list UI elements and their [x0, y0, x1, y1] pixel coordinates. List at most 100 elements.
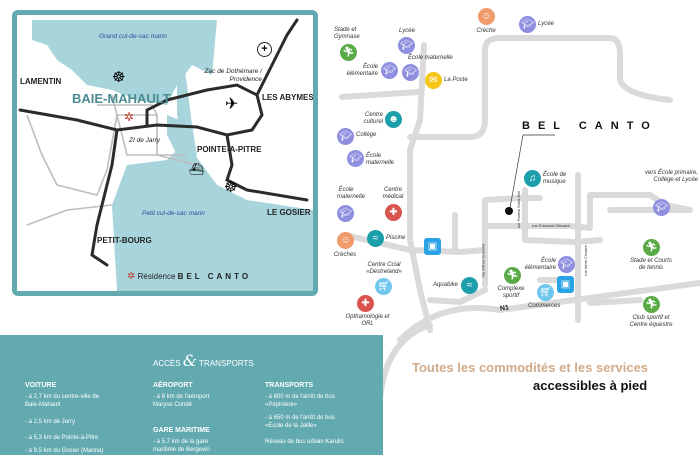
voiture-item: - à 2,7 km du centre-ville de	[25, 394, 100, 400]
poi-label: École élémentaire	[524, 258, 556, 271]
residence-dot	[505, 207, 513, 215]
graduation-cap-icon[interactable]: 🎓︎	[653, 199, 670, 216]
runner-icon[interactable]: 🏃︎	[643, 239, 660, 256]
panel-title-left: ACCÈS	[153, 359, 181, 368]
medical-cross-icon[interactable]: ✚	[357, 295, 374, 312]
graduation-cap-icon[interactable]: 🎓︎	[347, 150, 364, 167]
transports-item: «Pépinière»	[265, 401, 298, 408]
town-pointe-a-pitre: POINTE-A-PITRE	[197, 145, 262, 154]
poi-label: Piscine	[386, 235, 406, 241]
town-le-gosier: LE GOSIER	[267, 208, 311, 217]
transports-item: «Ecole de la Jaille»	[265, 422, 317, 429]
graduation-cap-icon[interactable]: 🎓︎	[337, 128, 354, 145]
airplane-icon: ✈	[225, 96, 239, 113]
gare-title: GARE MARITIME	[153, 427, 210, 434]
baby-icon[interactable]: ☺	[478, 8, 495, 25]
poi-label: Lycée	[538, 21, 554, 27]
road-label-n1: N1	[499, 304, 510, 313]
shopping-cart-icon[interactable]: 🛒︎	[537, 284, 554, 301]
residence-marker-icon: ✲	[124, 110, 135, 124]
legend-name: BEL CANTO	[177, 272, 252, 281]
poi-label: École maternelle	[337, 187, 366, 200]
poi-label: École de musique	[543, 172, 567, 185]
poi-label: Complexe sportif	[497, 286, 525, 299]
hospital-icon: +	[257, 42, 272, 57]
town-les-abymes: LES ABYMES	[262, 93, 314, 102]
street-label-saint-eloi: rue Patrick Saint-Eloi	[516, 190, 522, 229]
transports-title: TRANSPORTS	[265, 382, 314, 389]
graduation-cap-icon[interactable]: 🎓︎	[337, 205, 354, 222]
theater-masks-icon[interactable]: ☻	[385, 111, 402, 128]
graduation-cap-icon[interactable]: 🎓︎	[558, 256, 575, 273]
graduation-cap-icon[interactable]: 🎓︎	[402, 64, 419, 81]
runner-icon[interactable]: 🏃︎	[643, 296, 660, 313]
shopping-cart-icon[interactable]: 🛒︎	[375, 278, 392, 295]
residence-marker-icon: ✲	[127, 271, 136, 282]
poi-label: Collège	[356, 132, 377, 138]
panel-title: ACCÈS & TRANSPORTS	[153, 351, 254, 370]
transports-item: Réseau de bus urbain Karulis	[265, 439, 344, 445]
poi-label: Lycée	[399, 28, 415, 34]
runner-icon[interactable]: 🏃︎	[340, 44, 357, 61]
transports-item: - à 600 m de l'arrêt de bus	[265, 394, 335, 400]
map-legend: ✲ Résidence BEL CANTO	[127, 271, 251, 282]
panel-title-amp: &	[182, 351, 198, 370]
baby-icon[interactable]: ☺	[337, 232, 354, 249]
area-zac: Zac de Dothémare / Providence	[204, 68, 262, 83]
poi-label: Aquabike	[432, 282, 458, 288]
runner-icon[interactable]: 🏃︎	[504, 267, 521, 284]
poi-label: Opthamologie et ORL	[345, 314, 390, 327]
tagline-line1: Toutes les commodités et les services	[412, 360, 649, 375]
ship-wheel-icon: ☸	[112, 69, 126, 86]
street-label-glissant: rue Edouard Glissant	[532, 223, 570, 228]
regional-map: Grand cul-de-sac marin Petit cul-de-sac …	[12, 10, 318, 296]
swimmer-icon[interactable]: ≈	[367, 230, 384, 247]
legend-label: Résidence	[137, 272, 176, 281]
residence-title: BEL CANTO	[522, 120, 658, 132]
poi-label: Commerces	[528, 303, 561, 309]
poi-label: vers École primaire, Collège et Lycée	[644, 170, 698, 183]
poi-label: Stade et Courts de tennis	[630, 258, 672, 271]
poi-label: Crèche	[476, 28, 496, 34]
gare-item: maritime de Bergevin	[153, 446, 210, 453]
panel-title-right: TRANSPORTS	[199, 359, 254, 368]
poi-label: Centre culturel	[363, 112, 383, 125]
town-baie-mahault: BAIE-MAHAULT	[72, 91, 171, 106]
poi-label: École maternelle	[366, 153, 395, 166]
gare-item: - à 5,7 km de la gare	[153, 439, 209, 445]
poi-label: Crèches	[333, 252, 357, 258]
aeroport-item: Maryse Condé	[153, 401, 193, 408]
poi-label: École élémentaire	[346, 64, 378, 77]
medical-cross-icon[interactable]: ✚	[385, 204, 402, 221]
town-lamentin: LAMENTIN	[20, 77, 62, 86]
envelope-icon[interactable]: ✉	[425, 72, 442, 89]
voiture-title: VOITURE	[25, 382, 57, 389]
area-zi-jarry: ZI de Jarry	[129, 137, 161, 144]
bus-icon[interactable]: ▣	[557, 276, 574, 293]
voiture-item: - à 2,5 km de Jarry	[25, 419, 76, 425]
poi-label: La Poste	[444, 77, 468, 83]
sea-label-south: Petit cul-de-sac marin	[142, 210, 205, 217]
graduation-cap-icon[interactable]: 🎓︎	[398, 37, 415, 54]
poi-label: Centre médical	[382, 187, 404, 200]
graduation-cap-icon[interactable]: 🎓︎	[381, 62, 398, 79]
street-label-cesaire: rue Aimé Césaire	[582, 245, 588, 276]
voiture-item: - à 5,3 km de Pointe-à-Pitre	[25, 435, 99, 441]
poi-label: Club sportif et Centre équestre	[629, 315, 673, 328]
bus-icon[interactable]: ▣	[424, 238, 441, 255]
poi-label: Stade et Gymnase	[334, 27, 360, 40]
town-petit-bourg: PETIT-BOURG	[97, 236, 152, 245]
music-note-icon[interactable]: ♫	[524, 170, 541, 187]
sea-label-north: Grand cul-de-sac marin	[99, 33, 167, 40]
voiture-item: Baie-Mahault	[25, 401, 61, 408]
swimmer-icon[interactable]: ≈	[461, 277, 478, 294]
graduation-cap-icon[interactable]: 🎓︎	[519, 16, 536, 33]
poi-label: École maternelle	[408, 55, 453, 61]
cargo-ship-icon: ⛴	[189, 162, 205, 176]
voiture-item: - à 9,5 km du Gosier (Marina)	[25, 448, 104, 454]
transports-item: - à 650 m de l'arrêt de bus	[265, 415, 335, 421]
poi-label: Centre Ccial «Destreland»	[366, 262, 402, 275]
street-label-gravelot: rue Arthur Gravelot	[480, 243, 486, 278]
aeroport-title: AÉROPORT	[153, 382, 193, 389]
